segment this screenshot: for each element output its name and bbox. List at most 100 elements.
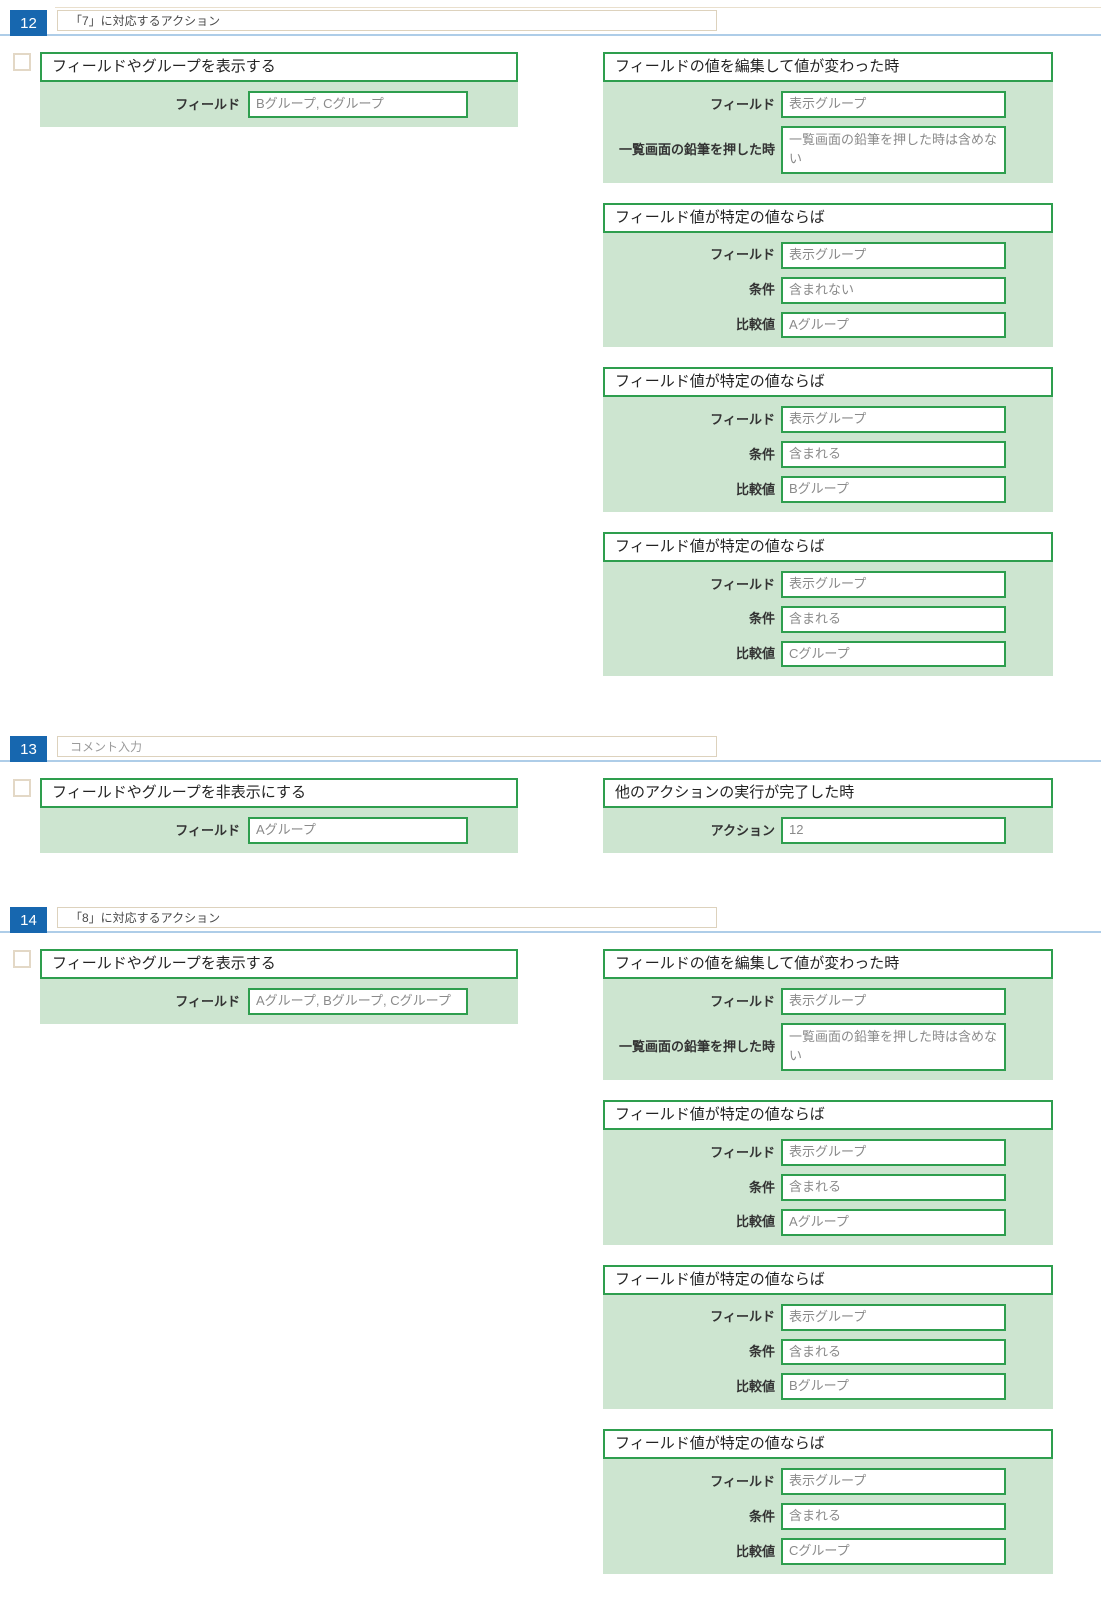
field-value-input[interactable]: 一覧画面の鉛筆を押した時は含めない [781, 125, 1006, 174]
section-header: 12 「7」に対応するアクション [0, 8, 1101, 36]
condition-panel-body: フィールド 表示グループ 条件 含まれる 比較値 Aグループ [603, 1130, 1053, 1245]
action-panel: フィールドやグループを表示する フィールド Bグループ, Cグループ [40, 52, 518, 127]
action-section-13: 13 コメント入力 フィールドやグループを非表示にする フィールド Aグループ … [0, 734, 1101, 854]
condition-panel-title: フィールド値が特定の値ならば [603, 531, 1053, 562]
trigger-panel: フィールドの値を編集して値が変わった時 フィールド 表示グループ 一覧画面の鉛筆… [603, 949, 1053, 1081]
field-label: 条件 [748, 282, 775, 298]
condition-panel-title: フィールド値が特定の値ならば [603, 367, 1053, 398]
field-label: フィールド [175, 823, 240, 839]
field-label: 比較値 [735, 646, 775, 662]
trigger-column: フィールドの値を編集して値が変わった時 フィールド 表示グループ 一覧画面の鉛筆… [603, 949, 1053, 1574]
field-value-input[interactable]: 表示グループ [781, 1468, 1006, 1496]
condition-panel-body: フィールド 表示グループ 条件 含まれない 比較値 Aグループ [603, 232, 1053, 348]
condition-panel: フィールド値が特定の値ならば フィールド 表示グループ 条件 含まれる 比較値 … [603, 1100, 1053, 1245]
field-label: 比較値 [735, 1543, 775, 1559]
field-value-input[interactable]: 表示グループ [781, 988, 1006, 1016]
field-value-input[interactable]: Bグループ [781, 1373, 1006, 1401]
field-label: フィールド [710, 247, 775, 263]
condition-panel-title: フィールド値が特定の値ならば [603, 1429, 1053, 1460]
field-row: 比較値 Bグループ [603, 1373, 1053, 1401]
field-row: 条件 含まれない [603, 276, 1053, 304]
action-section-12: 12 「7」に対応するアクション フィールドやグループを表示する フィールド B… [0, 8, 1101, 677]
field-value-input[interactable]: Aグループ, Bグループ, Cグループ [248, 988, 468, 1016]
action-panel-body: フィールド Aグループ [40, 808, 518, 854]
field-value-input[interactable]: 表示グループ [781, 1139, 1006, 1166]
action-column: フィールドやグループを非表示にする フィールド Aグループ [40, 778, 518, 854]
field-value-input[interactable]: 表示グループ [781, 241, 1006, 269]
action-panel: フィールドやグループを表示する フィールド Aグループ, Bグループ, Cグルー… [40, 949, 518, 1025]
field-value-input[interactable]: 表示グループ [781, 1303, 1006, 1331]
field-row: フィールド 表示グループ [603, 241, 1053, 269]
trigger-panel: 他のアクションの実行が完了した時 アクション 12 [603, 778, 1053, 854]
trigger-panel-body: フィールド 表示グループ 一覧画面の鉛筆を押した時 一覧画面の鉛筆を押した時は含… [603, 82, 1053, 183]
field-row: 一覧画面の鉛筆を押した時 一覧画面の鉛筆を押した時は含めない [603, 1023, 1053, 1072]
field-value-input[interactable]: 含まれない [781, 276, 1006, 304]
condition-panel-body: フィールド 表示グループ 条件 含まれる 比較値 Cグループ [603, 561, 1053, 677]
field-label: 比較値 [735, 317, 775, 333]
field-value-input[interactable]: Bグループ [781, 476, 1006, 503]
field-value-input[interactable]: Aグループ [781, 311, 1006, 339]
condition-panel: フィールド値が特定の値ならば フィールド 表示グループ 条件 含まれる 比較値 … [603, 367, 1053, 512]
field-value-input[interactable]: Cグループ [781, 1537, 1006, 1565]
field-label: フィールド [710, 1309, 775, 1325]
condition-panel: フィールド値が特定の値ならば フィールド 表示グループ 条件 含まれない 比較値… [603, 202, 1053, 348]
comment-input[interactable]: コメント入力 [57, 736, 717, 758]
field-value-input[interactable]: Bグループ, Cグループ [248, 91, 468, 118]
field-value-input[interactable]: Aグループ [781, 1208, 1006, 1236]
field-label: フィールド [710, 576, 775, 592]
comment-input[interactable]: 「8」に対応するアクション [57, 907, 717, 929]
field-value-input[interactable]: 一覧画面の鉛筆を押した時は含めない [781, 1023, 1006, 1072]
field-value-input[interactable]: 含まれる [781, 1173, 1006, 1201]
field-row: フィールド 表示グループ [603, 91, 1053, 118]
field-label: 一覧画面の鉛筆を押した時 [618, 1039, 775, 1055]
trigger-column: 他のアクションの実行が完了した時 アクション 12 [603, 778, 1053, 854]
trigger-panel-title: 他のアクションの実行が完了した時 [603, 778, 1053, 809]
field-row: 条件 含まれる [603, 605, 1053, 633]
field-row: アクション 12 [603, 817, 1053, 845]
trigger-column: フィールドの値を編集して値が変わった時 フィールド 表示グループ 一覧画面の鉛筆… [603, 52, 1053, 677]
field-label: フィールド [175, 96, 240, 112]
field-value-input[interactable]: 表示グループ [781, 406, 1006, 434]
action-panel-title: フィールドやグループを非表示にする [40, 778, 518, 809]
field-label: 条件 [748, 1179, 775, 1195]
action-select-checkbox[interactable] [13, 53, 31, 71]
field-row: フィールド 表示グループ [603, 988, 1053, 1016]
action-section-14: 14 「8」に対応するアクション フィールドやグループを表示する フィールド A… [0, 905, 1101, 1574]
condition-panel-body: フィールド 表示グループ 条件 含まれる 比較値 Cグループ [603, 1459, 1053, 1574]
field-value-input[interactable]: 含まれる [781, 605, 1006, 633]
condition-panel-title: フィールド値が特定の値ならば [603, 1264, 1053, 1295]
condition-panel: フィールド値が特定の値ならば フィールド 表示グループ 条件 含まれる 比較値 … [603, 1264, 1053, 1410]
field-row: 比較値 Cグループ [603, 1537, 1053, 1565]
comment-input[interactable]: 「7」に対応するアクション [57, 10, 717, 31]
action-column: フィールドやグループを表示する フィールド Bグループ, Cグループ [40, 52, 518, 127]
field-label: 条件 [748, 1344, 775, 1360]
section-content: フィールドやグループを表示する フィールド Bグループ, Cグループ フィールド… [0, 52, 1101, 677]
field-label: 条件 [748, 611, 775, 627]
condition-panel: フィールド値が特定の値ならば フィールド 表示グループ 条件 含まれる 比較値 … [603, 531, 1053, 677]
field-value-input[interactable]: 12 [781, 817, 1006, 845]
field-value-input[interactable]: 含まれる [781, 441, 1006, 469]
section-header: 14 「8」に対応するアクション [0, 905, 1101, 934]
condition-panel-title: フィールド値が特定の値ならば [603, 202, 1053, 233]
condition-panel: フィールド値が特定の値ならば フィールド 表示グループ 条件 含まれる 比較値 … [603, 1429, 1053, 1574]
field-value-input[interactable]: Aグループ [248, 817, 468, 845]
field-row: フィールド 表示グループ [603, 1139, 1053, 1166]
action-panel-body: フィールド Aグループ, Bグループ, Cグループ [40, 979, 518, 1025]
field-row: フィールド Aグループ, Bグループ, Cグループ [40, 988, 518, 1016]
action-panel-title: フィールドやグループを表示する [40, 949, 518, 980]
field-label: 比較値 [735, 481, 775, 497]
field-row: 比較値 Aグループ [603, 1208, 1053, 1236]
field-value-input[interactable]: 含まれる [781, 1503, 1006, 1530]
field-row: フィールド 表示グループ [603, 570, 1053, 598]
field-label: 比較値 [735, 1214, 775, 1230]
action-panel-body: フィールド Bグループ, Cグループ [40, 82, 518, 127]
trigger-panel: フィールドの値を編集して値が変わった時 フィールド 表示グループ 一覧画面の鉛筆… [603, 52, 1053, 183]
action-select-checkbox[interactable] [13, 950, 31, 969]
action-number-badge: 12 [10, 10, 47, 36]
field-value-input[interactable]: 含まれる [781, 1338, 1006, 1366]
action-select-checkbox[interactable] [13, 779, 31, 798]
field-value-input[interactable]: 表示グループ [781, 91, 1006, 118]
section-content: フィールドやグループを非表示にする フィールド Aグループ 他のアクションの実行… [0, 778, 1101, 854]
field-value-input[interactable]: 表示グループ [781, 570, 1006, 598]
field-value-input[interactable]: Cグループ [781, 640, 1006, 668]
